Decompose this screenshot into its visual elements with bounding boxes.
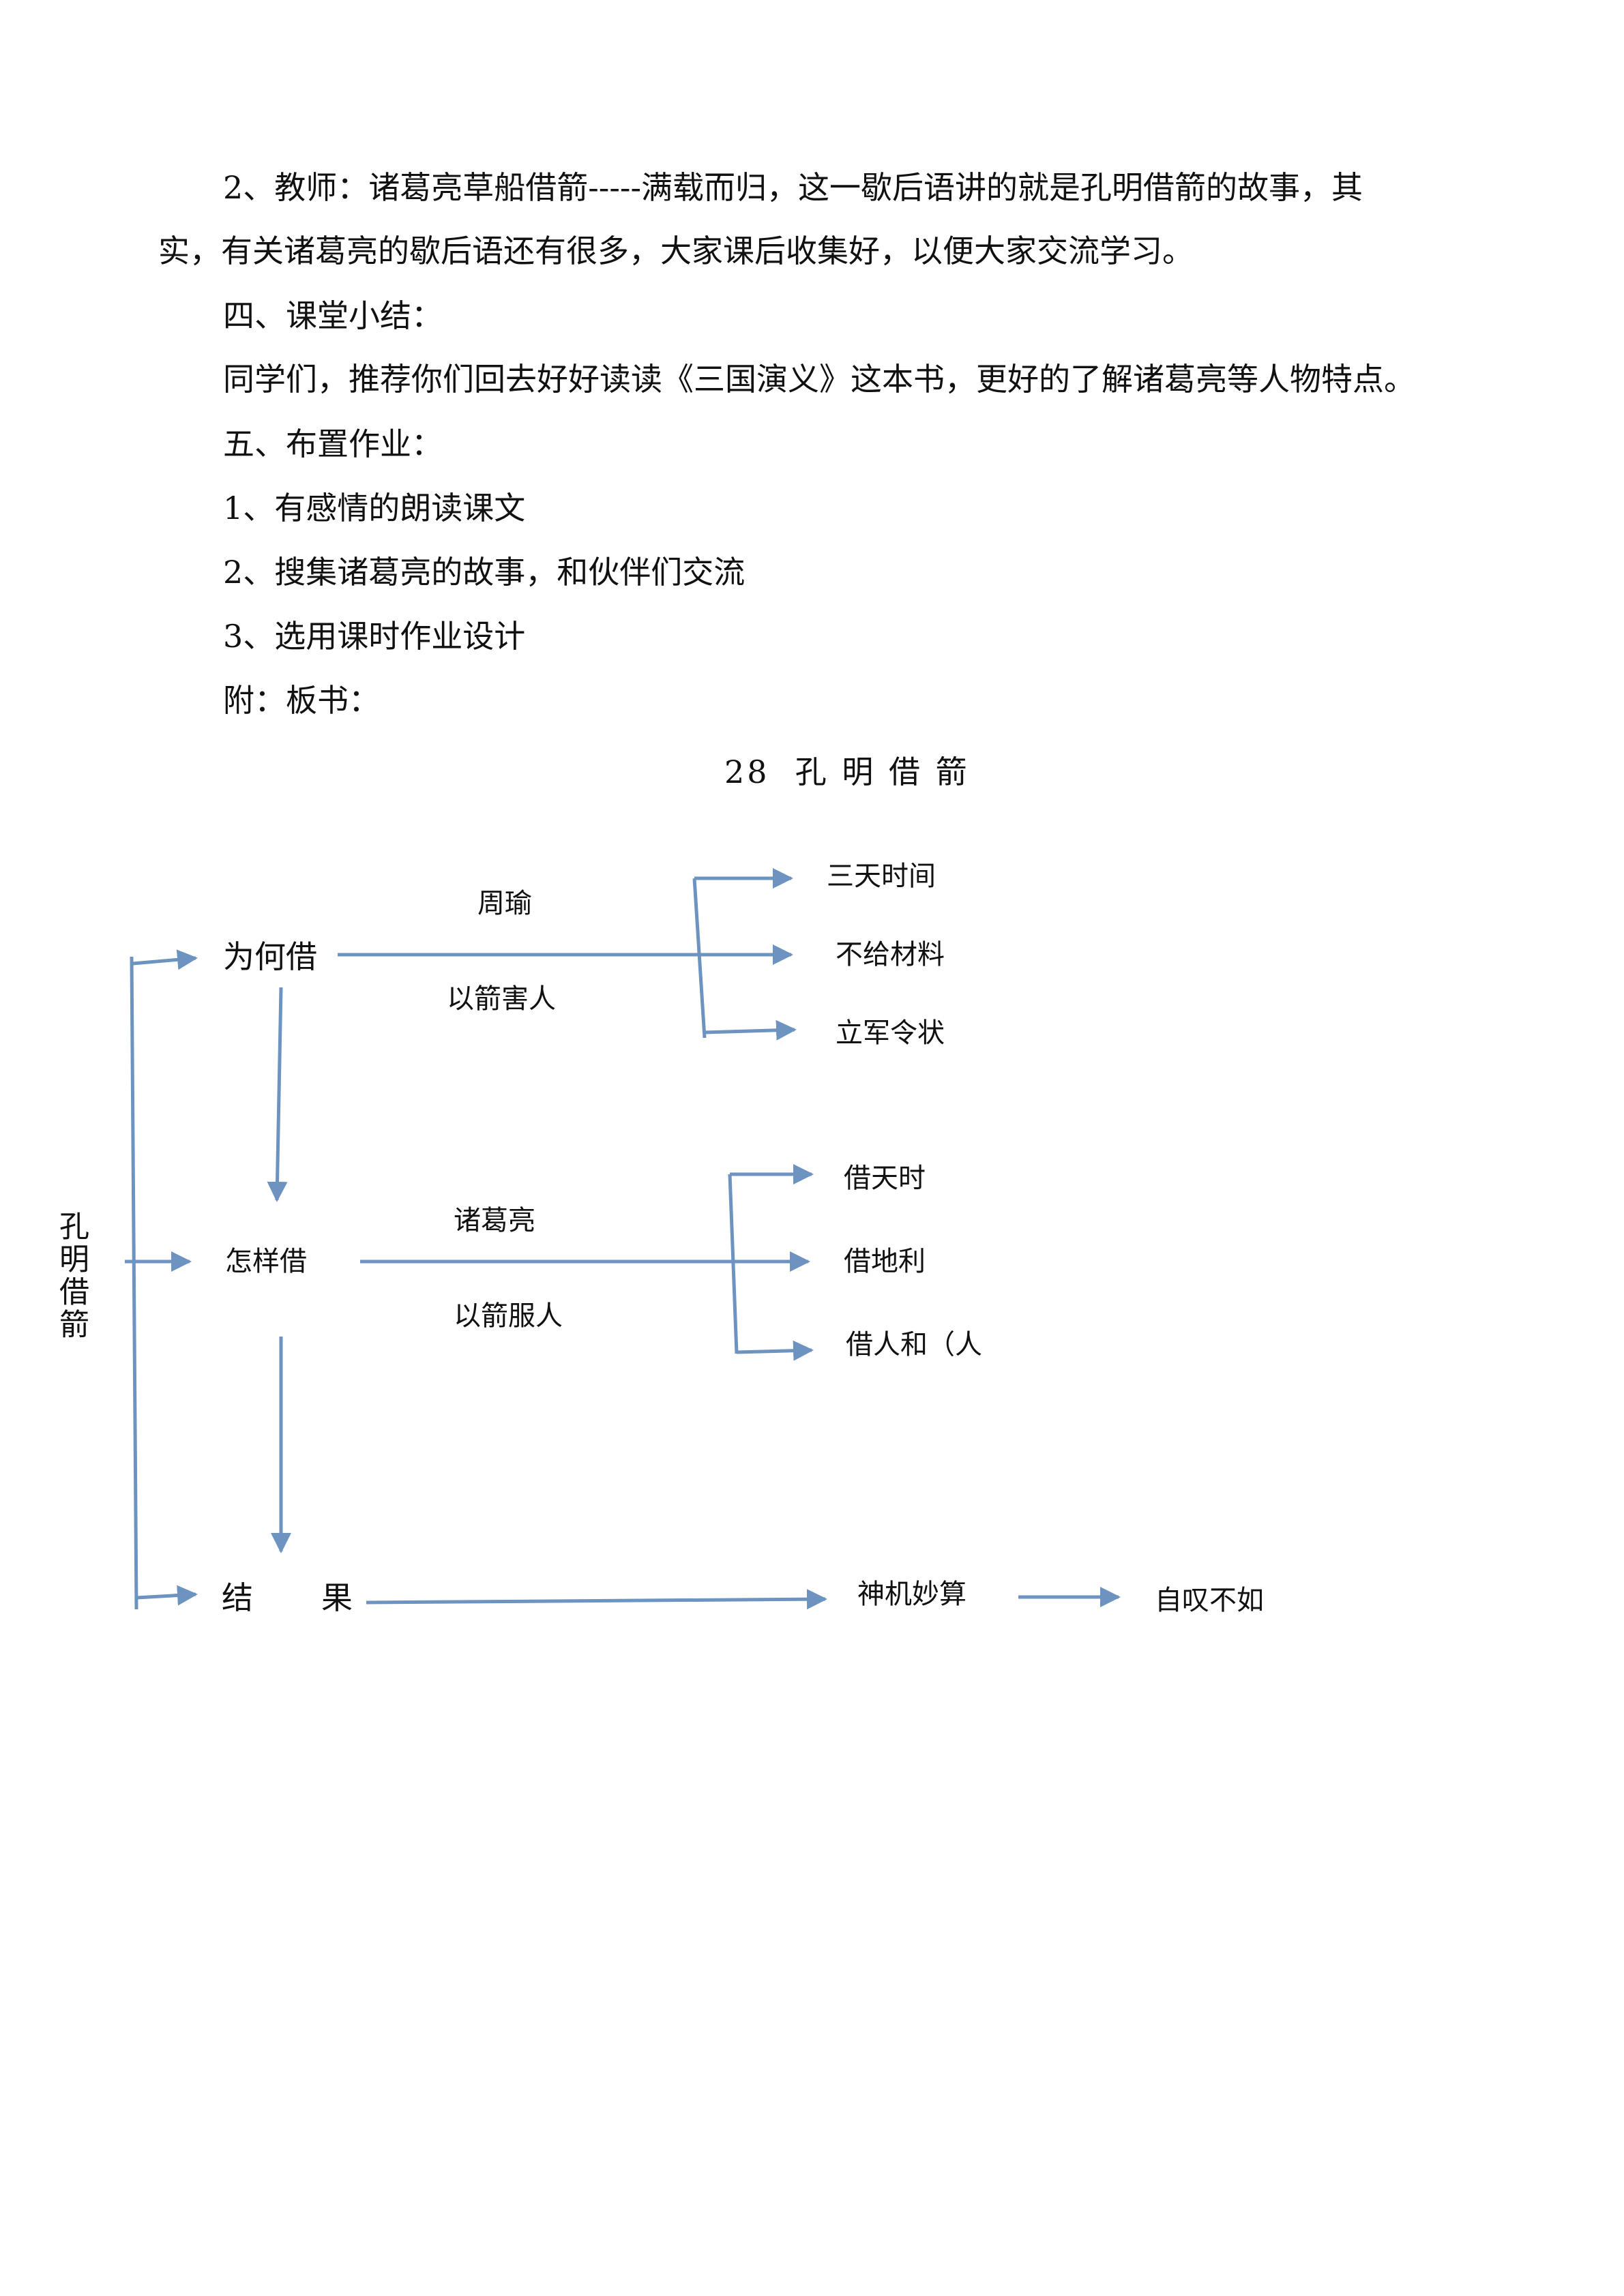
paragraph-summary: 同学们，推荐你们回去好好读读《三国演义》这本书，更好的了解诸葛亮等人物特点。 <box>223 361 1415 398</box>
edge-label-zhugeliang: 诸葛亮 <box>454 1205 535 1236</box>
node-how-borrow: 怎样借 <box>225 1246 307 1277</box>
branch-people: 借人和（人 <box>846 1329 982 1360</box>
arrow-why-to-how <box>267 987 288 1202</box>
homework-item-1: 1、有感情的朗读课文 <box>223 490 526 526</box>
how-branch-bar <box>728 1174 739 1354</box>
branch-military-pledge: 立军令状 <box>836 1017 945 1049</box>
result-brilliant-strategy: 神机妙算 <box>857 1579 966 1610</box>
homework-item-3: 3、选用课时作业设计 <box>223 618 526 655</box>
section-heading-homework: 五、布置作业： <box>223 426 443 462</box>
branch-no-materials: 不给材料 <box>836 939 945 970</box>
paragraph-teacher-line-2: 实，有关诸葛亮的歇后语还有很多，大家课后收集好，以便大家交流学习。 <box>158 233 1194 269</box>
branch-weather: 借天时 <box>844 1163 926 1194</box>
edge-label-zhouyu: 周瑜 <box>477 888 532 919</box>
board-root-label: 孔明借箭 <box>54 1210 89 1341</box>
paragraph-teacher-line-1: 2、教师：诸葛亮草船借箭-----满载而归，这一歇后语讲的就是孔明借箭的故事，其 <box>223 169 1363 206</box>
homework-item-2: 2、搜集诸葛亮的故事，和伙伴们交流 <box>223 554 745 591</box>
arrow-why-branch-3 <box>704 1019 797 1041</box>
branch-three-days: 三天时间 <box>827 861 936 892</box>
section-heading-summary: 四、课堂小结： <box>223 297 443 334</box>
why-branch-bar <box>692 878 707 1039</box>
result-admit-inferior: 自叹不如 <box>1155 1585 1264 1616</box>
node-result: 结果 <box>222 1579 421 1616</box>
arrow-result-main <box>366 1589 827 1610</box>
edge-label-harm: 以箭害人 <box>447 983 556 1015</box>
edge-label-convince: 以箭服人 <box>454 1300 563 1332</box>
board-title: 28 孔 明 借 箭 <box>724 754 970 790</box>
branch-terrain: 借地利 <box>844 1246 926 1277</box>
arrow-to-result <box>136 1585 198 1606</box>
arrow-to-why <box>132 949 198 970</box>
spine-line <box>130 956 138 1610</box>
arrow-how-branch-3 <box>736 1340 814 1361</box>
board-heading: 附：板书： <box>223 682 380 719</box>
node-why-borrow: 为何借 <box>223 938 317 975</box>
